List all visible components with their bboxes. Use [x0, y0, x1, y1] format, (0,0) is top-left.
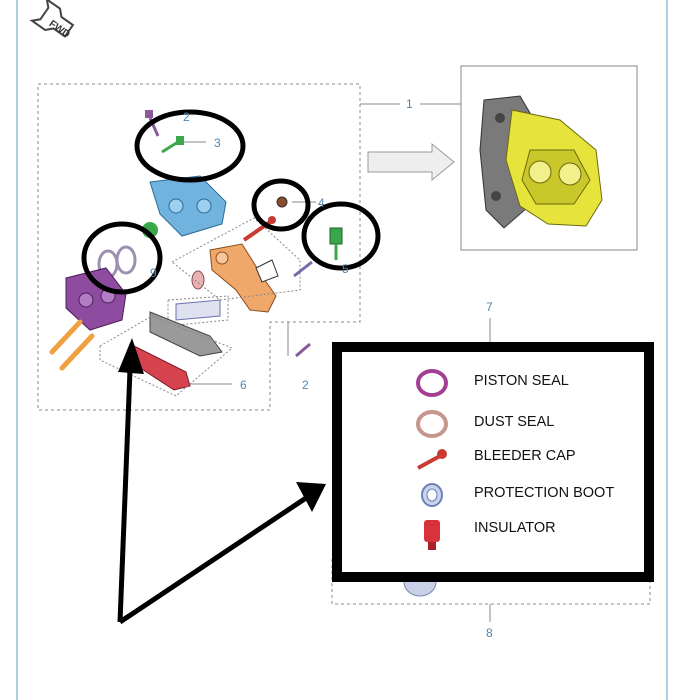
legend-label-piston-seal: PISTON SEAL	[474, 373, 569, 389]
annotation-circle-bleeder	[134, 109, 246, 183]
piston-seal-icon	[416, 369, 448, 397]
fwd-arrow-icon: FWD	[29, 0, 75, 41]
nut-part	[276, 196, 288, 208]
annotation-circle-nut	[251, 178, 311, 232]
callout-6: 6	[240, 378, 247, 392]
pad-spring-outline	[167, 295, 229, 327]
caliper-bolts-part	[49, 319, 95, 371]
caliper-half-blue-part	[149, 175, 227, 237]
bleeder-valve-part	[161, 136, 206, 154]
callout-3: 3	[214, 136, 221, 150]
pin-bolt-part	[293, 260, 313, 278]
callout-9: 9	[150, 266, 157, 280]
pad-clip-part	[255, 259, 279, 283]
dust-seal-icon	[416, 410, 448, 438]
legend-label-dust-seal: DUST SEAL	[474, 414, 555, 430]
bleeder-cap-icon	[417, 449, 447, 470]
legend-label-protection-boot: PROTECTION BOOT	[474, 485, 615, 501]
assembly-arrow-icon	[367, 142, 455, 182]
legend-panel: PISTON SEAL DUST SEAL BLEEDER CAP PROTEC…	[332, 342, 654, 582]
protection-boot-icon	[421, 483, 443, 507]
annotation-arrows	[117, 338, 326, 625]
caliper-bracket-part	[209, 243, 277, 313]
boot-kit-outline	[171, 217, 301, 301]
legend-label-insulator: INSULATOR	[474, 520, 556, 536]
annotation-circle-boot	[301, 201, 381, 271]
legend-label-bleeder-cap: BLEEDER CAP	[474, 448, 576, 464]
green-boot-part	[329, 227, 343, 260]
caliper-half-purple-part	[65, 267, 127, 331]
pad-spring-part	[175, 299, 221, 321]
callout-2-bottom: 2	[302, 378, 309, 392]
callout-1: 1	[406, 97, 413, 111]
assembly-outline	[37, 83, 361, 411]
legend-icons	[416, 369, 448, 550]
brake-pads-part	[127, 311, 223, 391]
insulator-icon	[424, 520, 440, 550]
assembled-caliper-illustration	[479, 95, 603, 229]
callout-5: 5	[342, 262, 349, 276]
callout-2-top: 2	[183, 110, 190, 124]
callout-7: 7	[486, 300, 493, 314]
small-screw-part	[287, 322, 311, 358]
page-frame	[16, 0, 668, 700]
boot-pink-part	[191, 270, 205, 290]
annotation-circle-seals	[81, 221, 163, 295]
callout-4: 4	[318, 196, 325, 210]
callout-8: 8	[486, 626, 493, 640]
